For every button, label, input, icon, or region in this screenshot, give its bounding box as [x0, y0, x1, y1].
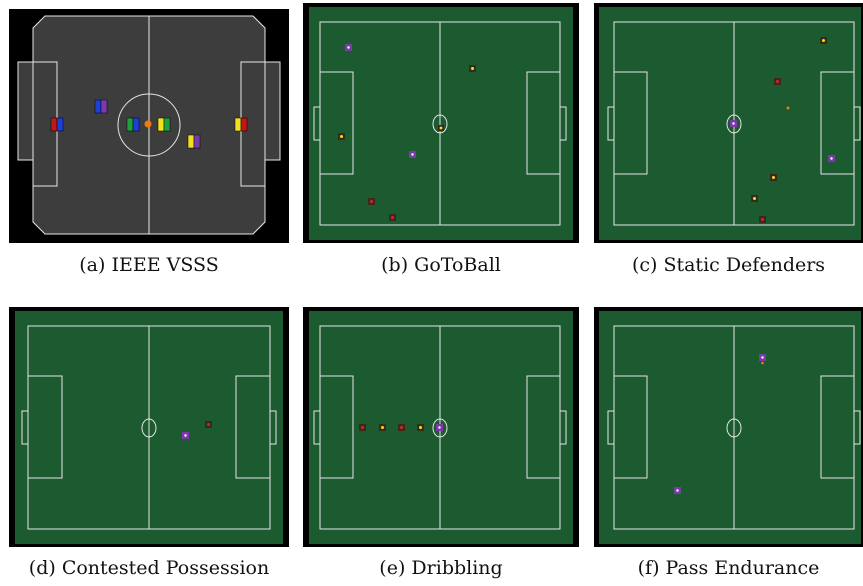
- caption-d-name: Contested Possession: [61, 557, 270, 579]
- robot-red-2: [759, 216, 766, 223]
- caption-f: (f) Pass Endurance: [594, 557, 863, 579]
- center-circle: [141, 418, 157, 438]
- caption-c-name: Static Defenders: [663, 254, 826, 276]
- caption-c-label: (c): [631, 254, 658, 276]
- left-goal: [607, 410, 615, 445]
- field-surface: [309, 7, 573, 240]
- caption-e-label: (e): [379, 557, 406, 579]
- robot-red-1: [774, 78, 781, 85]
- left-goal: [313, 106, 321, 141]
- robot-left-goalkeeper: [50, 117, 64, 132]
- ball: [144, 120, 152, 128]
- caption-a: (a) IEEE VSSS: [9, 254, 289, 276]
- right-goal: [559, 410, 567, 445]
- robot-yellow-2: [438, 125, 444, 131]
- center-circle: [117, 93, 181, 157]
- caption-d-label: (d): [28, 557, 56, 579]
- robot-yellow-3: [751, 195, 758, 202]
- center-circle: [432, 114, 448, 134]
- caption-f-label: (f): [637, 557, 660, 579]
- robot-purple-2: [409, 151, 416, 158]
- robot-purple-receiver: [674, 487, 681, 494]
- robot-green-blue: [126, 117, 140, 132]
- caption-b-name: GoToBall: [414, 254, 501, 276]
- right-goal: [559, 106, 567, 141]
- right-goal: [853, 410, 861, 445]
- caption-d: (d) Contested Possession: [0, 557, 298, 579]
- panel-static-defenders: [594, 3, 863, 243]
- caption-a-label: (a): [79, 254, 106, 276]
- robot-purple-1: [345, 44, 352, 51]
- panel-dribbling: [303, 307, 579, 547]
- ball: [786, 106, 790, 110]
- caption-c: (c) Static Defenders: [594, 254, 863, 276]
- soccer-field-diagram: [309, 311, 573, 544]
- soccer-field-diagram: [599, 7, 861, 240]
- robot-yellow-purple: [187, 134, 201, 149]
- robot-cone-4: [417, 424, 424, 431]
- field-surface: [599, 311, 861, 544]
- robot-purple-1: [828, 155, 835, 162]
- robot-yellow-green: [157, 117, 171, 132]
- panel-ieee-vsss: [9, 9, 289, 243]
- panel-gotoball: [303, 3, 579, 243]
- robot-blue-purple: [94, 99, 108, 114]
- caption-e-name: Dribbling: [411, 557, 503, 579]
- robot-yellow-3: [338, 133, 345, 140]
- robot-red-1: [368, 198, 375, 205]
- right-goal: [853, 106, 861, 141]
- vsss-field-diagram: [17, 15, 281, 235]
- robot-red-2: [389, 214, 396, 221]
- caption-f-name: Pass Endurance: [665, 557, 820, 579]
- center-circle: [726, 114, 742, 134]
- robot-right-goalkeeper: [234, 117, 248, 132]
- robot-yellow-1: [469, 65, 476, 72]
- robot-cone-2: [379, 424, 386, 431]
- soccer-field-diagram: [15, 311, 283, 544]
- caption-b: (b) GoToBall: [303, 254, 579, 276]
- robot-yellow-2: [770, 174, 777, 181]
- robot-purple-passer: [759, 354, 766, 365]
- center-circle: [432, 418, 448, 438]
- panel-contested-possession: [9, 307, 289, 547]
- robot-purple: [182, 432, 189, 439]
- right-goal: [269, 410, 277, 445]
- robot-yellow-1: [820, 37, 827, 44]
- caption-a-name: IEEE VSSS: [111, 254, 219, 276]
- robot-cone-1: [359, 424, 366, 431]
- robot-cone-3: [398, 424, 405, 431]
- robot-red: [205, 421, 212, 428]
- soccer-field-diagram: [599, 311, 861, 544]
- center-circle: [726, 418, 742, 438]
- panel-pass-endurance: [594, 307, 863, 547]
- soccer-field-diagram: [309, 7, 573, 240]
- left-goal: [313, 410, 321, 445]
- robot-purple-center: [730, 120, 737, 127]
- left-goal: [607, 106, 615, 141]
- robot-dribbler: [436, 424, 443, 431]
- caption-e: (e) Dribbling: [303, 557, 579, 579]
- caption-b-label: (b): [381, 254, 409, 276]
- left-goal: [21, 410, 29, 445]
